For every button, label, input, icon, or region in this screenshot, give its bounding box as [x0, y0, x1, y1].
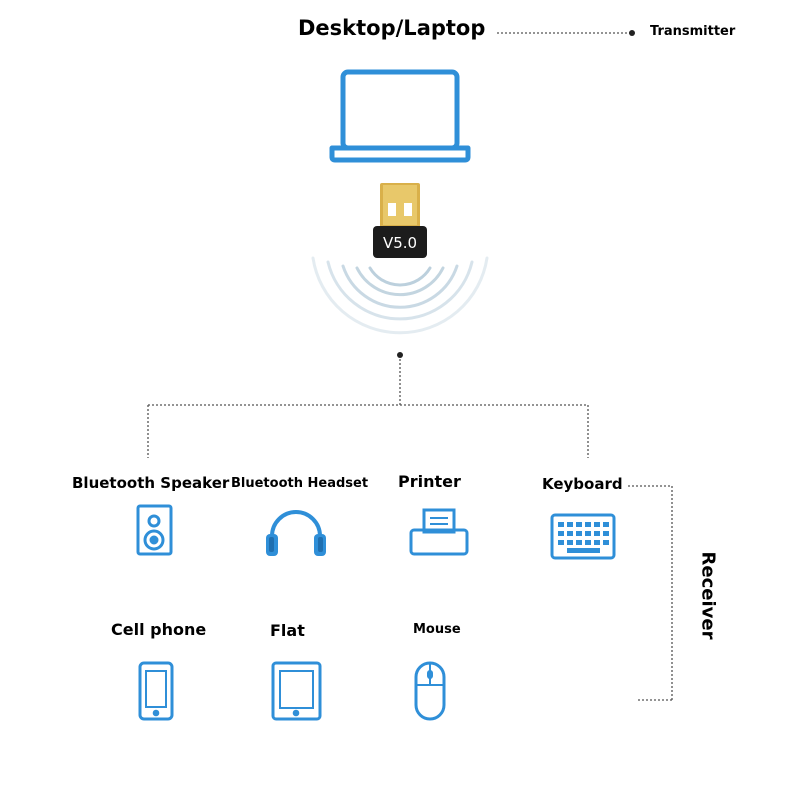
adapter-version-label: V5.0	[383, 234, 417, 252]
printer-icon	[409, 508, 469, 556]
device-label-phone: Cell phone	[111, 620, 207, 639]
device-label-speaker: Bluetooth Speaker	[72, 474, 230, 492]
device-label-tablet: Flat	[270, 621, 305, 640]
device-label-keyboard: Keyboard	[542, 475, 623, 493]
phone-icon	[138, 661, 174, 721]
signal-waves-icon	[311, 256, 489, 335]
device-label-printer: Printer	[398, 472, 461, 491]
laptop-icon	[329, 69, 471, 163]
device-label-headset: Bluetooth Headset	[231, 476, 369, 491]
connector-node	[397, 352, 403, 358]
keyboard-icon	[550, 513, 616, 560]
receiver-bracket	[628, 485, 673, 701]
tablet-icon	[271, 661, 322, 721]
speaker-icon	[136, 504, 173, 556]
usb-adapter-icon	[373, 183, 427, 258]
device-label-mouse: Mouse	[413, 622, 461, 637]
transmitter-label: Transmitter	[650, 24, 736, 39]
transmitter-connector	[497, 30, 635, 36]
headset-icon	[266, 510, 326, 556]
mouse-icon	[414, 661, 446, 721]
diagram-title: Desktop/Laptop	[298, 16, 486, 40]
receiver-connector-tree	[147, 355, 589, 458]
